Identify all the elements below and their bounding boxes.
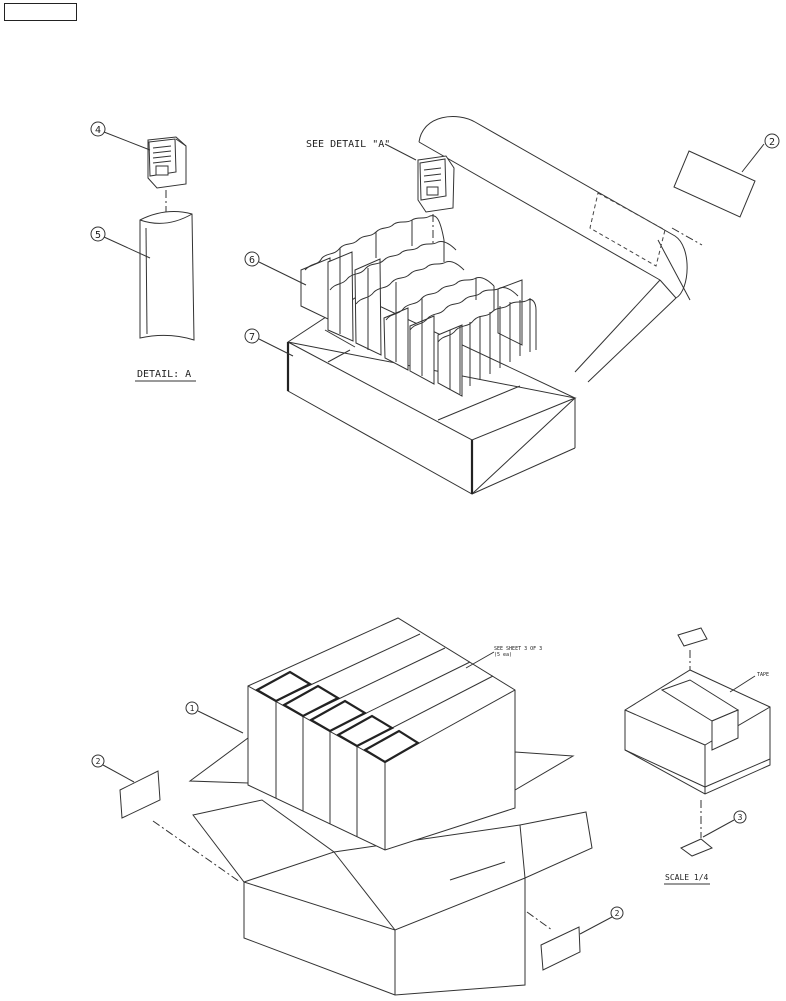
callout-4: 4 <box>95 125 101 136</box>
callout-2-right: 2 <box>615 909 620 918</box>
callout-7: 7 <box>249 332 255 343</box>
inner-carton-group: SEE DETAIL "A" 2 6 7 <box>245 117 779 494</box>
callout-2-top: 2 <box>769 137 775 148</box>
detail-a-group: 4 5 DETAIL: A <box>91 122 196 381</box>
callout-5: 5 <box>95 230 101 241</box>
anti-static-bag-5 <box>140 212 194 340</box>
tape-label: TAPE <box>757 672 769 678</box>
callout-2-left: 2 <box>96 757 101 766</box>
stacked-inner-cartons-1 <box>248 618 515 850</box>
module-part-4 <box>148 137 186 188</box>
detail-a-label: DETAIL: A <box>137 369 191 380</box>
callout-1: 1 <box>190 704 195 713</box>
scale-label: SCALE 1/4 <box>665 873 709 882</box>
callout-3: 3 <box>738 813 743 822</box>
see-detail-a-label: SEE DETAIL "A" <box>306 139 390 150</box>
master-carton-group: SEE SHEET 3 OF 3 (5 ea) 1 2 2 <box>92 618 623 995</box>
scale-view-group: TAPE 3 SCALE 1/4 <box>625 628 770 884</box>
see-sheet-label-line2: (5 ea) <box>494 652 512 658</box>
callout-6: 6 <box>249 255 255 266</box>
module-in-carton <box>418 156 454 212</box>
